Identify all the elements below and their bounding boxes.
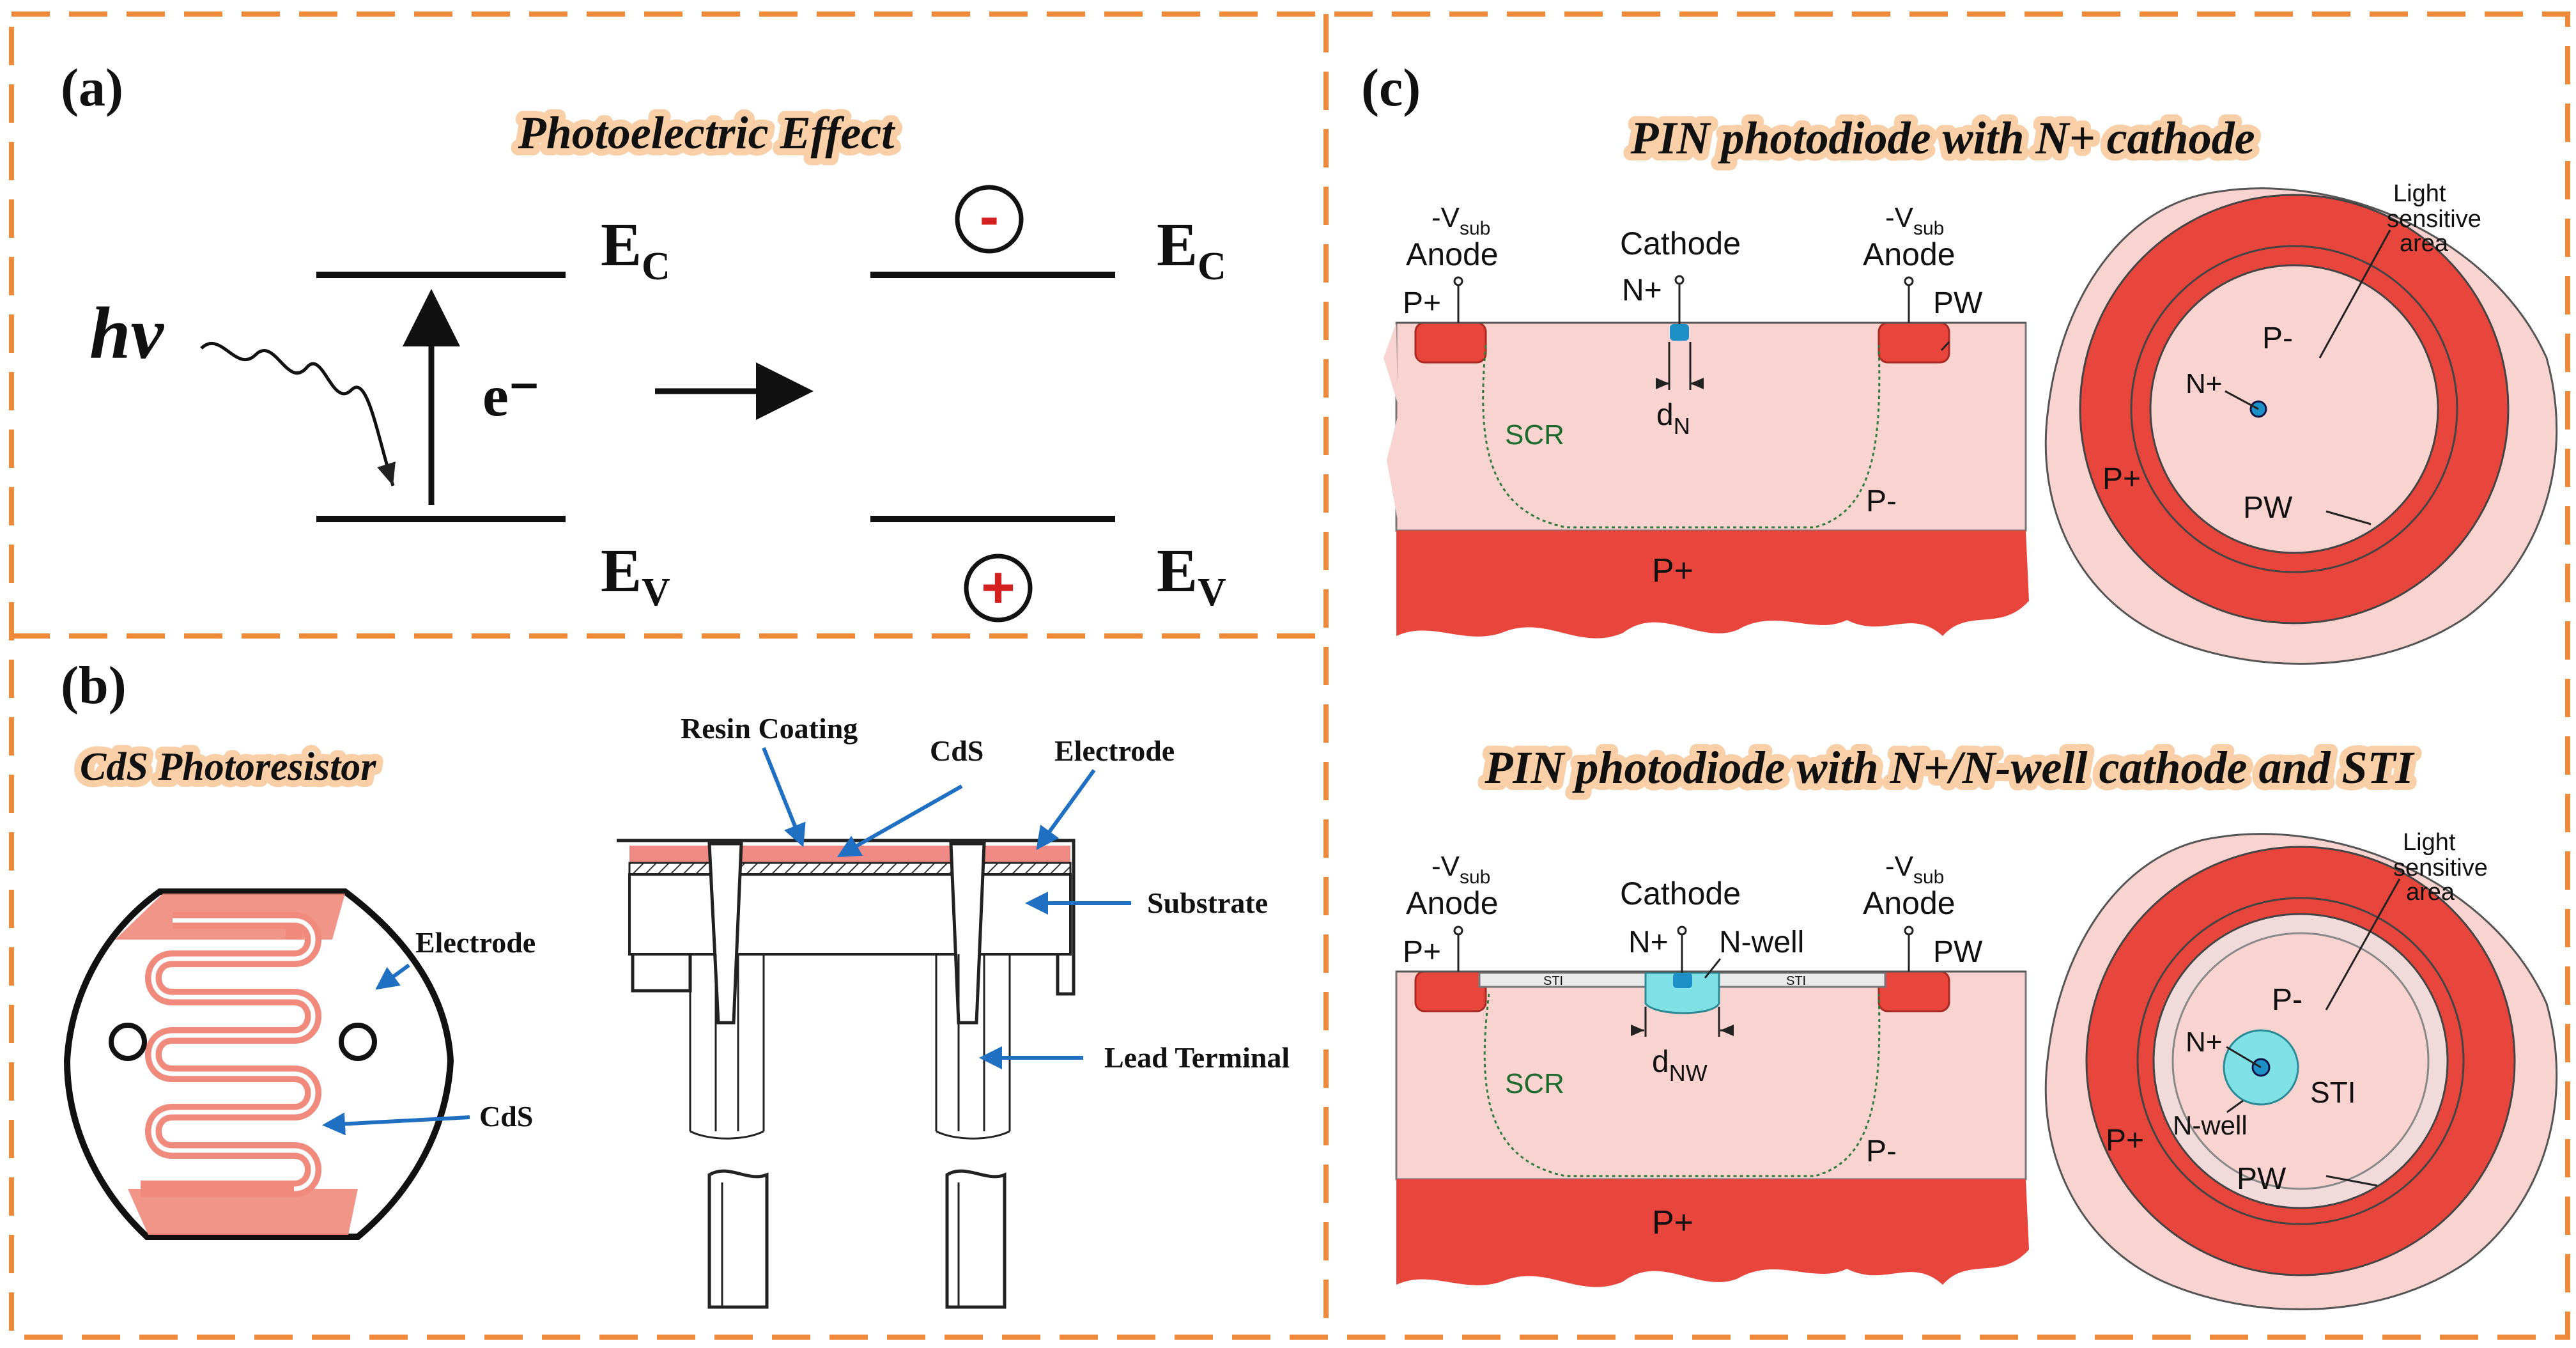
top-vsub-left: -Vsub <box>1431 202 1490 239</box>
section-cds-arrow <box>837 784 963 857</box>
top-cathode: Cathode <box>1620 226 1741 261</box>
bottom-pminus: P- <box>1866 1135 1897 1168</box>
top-pplus-left: P+ <box>1403 286 1441 320</box>
pin-top-title-glow: PIN photodiode with N+ cathode <box>1630 112 2255 164</box>
bottom-disc-pplus: P+ <box>2106 1124 2144 1158</box>
panel-a-letter: (a) <box>61 58 123 118</box>
bottom-dnw: dNW <box>1652 1045 1708 1086</box>
electron-circle <box>955 185 1024 254</box>
photon-wave <box>200 342 396 486</box>
bottom-anode-left: Anode <box>1406 885 1499 921</box>
electron-minus: - <box>980 184 999 249</box>
top-disc-pw: PW <box>2243 491 2293 525</box>
bottom-nwell: N-well <box>1719 926 1804 959</box>
top-anode-right: Anode <box>1863 236 1955 272</box>
bottom-disc-pw: PW <box>2237 1162 2287 1196</box>
front-electrode-label: Electrode <box>415 926 536 959</box>
panel-b-letter: (b) <box>61 656 127 715</box>
panel-a-title: Photoelectric Effect <box>518 107 895 159</box>
top-disc-nplus: N+ <box>2186 368 2222 399</box>
bottom-disc-sti: STI <box>2310 1076 2356 1109</box>
bottom-sti-right: STI <box>1786 974 1806 988</box>
bottom-sti-left: STI <box>1543 974 1563 988</box>
panel-a: (a) Photoelectric Effect Photoelectric E… <box>61 58 1226 623</box>
panel-a-title-glow: Photoelectric Effect <box>518 107 895 159</box>
top-scr: SCR <box>1505 419 1564 451</box>
electron-label: e⁻ <box>482 363 539 428</box>
pin-bottom-cross-section <box>1395 926 2029 1287</box>
top-disc-pplus: P+ <box>2102 462 2141 496</box>
panel-c: (c) PIN photodiode with N+ cathode PIN p… <box>1361 58 2558 1310</box>
pin-bottom-title-glow: PIN photodiode with N+/N-well cathode an… <box>1484 742 2415 793</box>
bottom-nplus: N+ <box>1628 926 1669 959</box>
photon-label: hν <box>89 293 165 375</box>
front-electrode-arrow <box>375 963 410 990</box>
bottom-vsub-right: -Vsub <box>1885 851 1944 888</box>
bottom-anode-right: Anode <box>1863 885 1955 921</box>
top-pminus: P- <box>1866 484 1897 518</box>
front-cds-label: CdS <box>479 1100 533 1133</box>
top-anode-left: Anode <box>1406 236 1499 272</box>
bottom-disc-pminus: P- <box>2272 983 2302 1017</box>
lead-label: Lead Terminal <box>1104 1041 1290 1074</box>
bottom-cathode: Cathode <box>1620 876 1741 911</box>
pin-top-title: PIN photodiode with N+ cathode <box>1630 112 2255 164</box>
photoresistor-front-view <box>63 888 454 1240</box>
bottom-pplus-left: P+ <box>1403 935 1441 969</box>
ev-right-label: EV <box>1157 536 1226 614</box>
section-electrode-label: Electrode <box>1054 734 1175 767</box>
hole-plus: + <box>981 555 1015 620</box>
panel-frames <box>9 12 2570 1340</box>
resin-label: Resin Coating <box>681 712 858 745</box>
ec-left-label: EC <box>601 210 670 288</box>
photoresistor-cross-section <box>617 839 1076 1309</box>
bottom-pw: PW <box>1933 935 1983 969</box>
pin-bottom-disc <box>2044 833 2558 1310</box>
panel-c-letter: (c) <box>1361 58 1421 118</box>
top-disc-pminus: P- <box>2262 322 2293 355</box>
pin-top-disc <box>2044 187 2558 665</box>
pin-bottom-title: PIN photodiode with N+/N-well cathode an… <box>1484 742 2415 793</box>
ec-right-label: EC <box>1157 210 1226 288</box>
substrate-label: Substrate <box>1147 887 1268 919</box>
top-nplus: N+ <box>1622 274 1662 307</box>
top-dn: dN <box>1656 398 1690 439</box>
bottom-pplus-bottom: P+ <box>1652 1204 1693 1241</box>
pin-top-cross-section <box>1384 275 2029 639</box>
resin-arrow <box>762 747 806 848</box>
top-pw: PW <box>1933 286 1983 320</box>
top-pplus-bottom: P+ <box>1652 552 1693 589</box>
ev-left-label: EV <box>601 536 670 614</box>
bottom-disc-nplus: N+ <box>2186 1026 2222 1058</box>
panel-b-title: CdS Photoresistor <box>80 745 376 789</box>
bottom-disc-nwell: N-well <box>2173 1110 2248 1140</box>
section-cds-label: CdS <box>930 734 983 767</box>
top-vsub-right: -Vsub <box>1885 202 1944 239</box>
panel-b-title-glow: CdS Photoresistor <box>80 745 376 789</box>
bottom-scr: SCR <box>1505 1068 1564 1099</box>
section-electrode-arrow <box>1036 769 1096 850</box>
panel-b: (b) CdS Photoresistor CdS Photoresistor … <box>61 656 1290 1309</box>
hole-circle <box>964 554 1033 623</box>
front-cds-arrow <box>322 1112 470 1136</box>
bottom-vsub-left: -Vsub <box>1431 851 1490 888</box>
